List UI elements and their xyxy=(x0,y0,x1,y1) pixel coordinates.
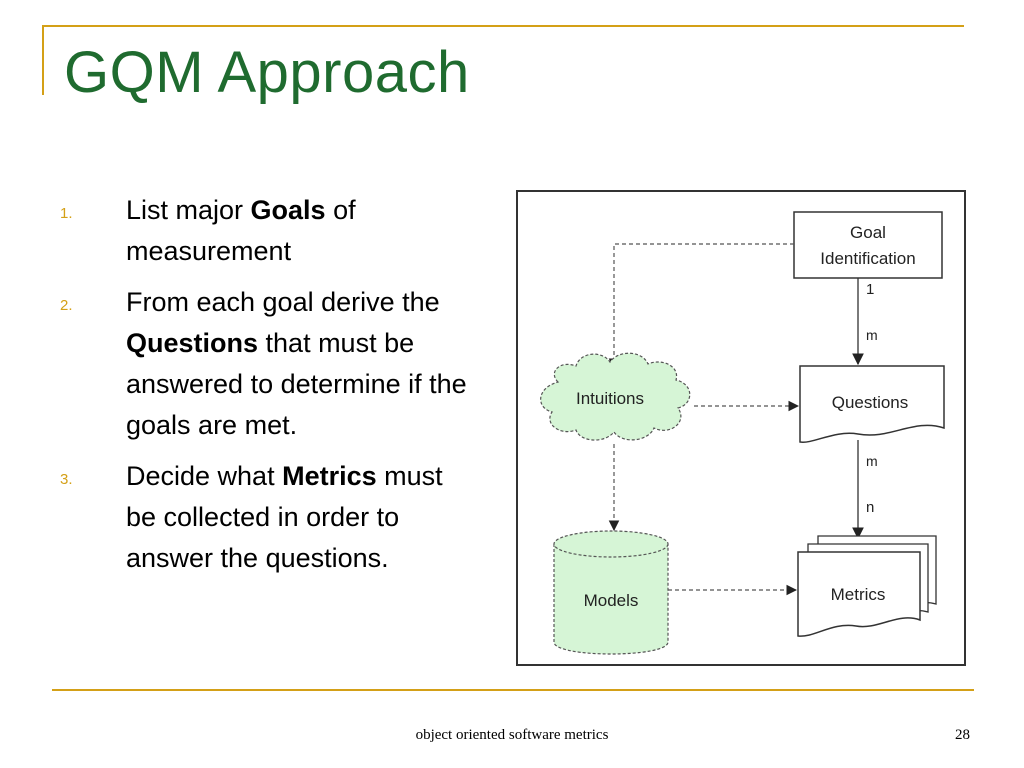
intuitions-cloud xyxy=(540,352,691,441)
step-item: 1. List major Goals of measurement xyxy=(60,190,480,272)
gqm-diagram: Goal Identification 1 m Intuitions Quest… xyxy=(516,190,966,666)
metrics-document-stack xyxy=(797,535,937,637)
cardinality-questions-n: n xyxy=(866,499,874,516)
step-keyword: Goals xyxy=(250,195,326,225)
slide-title: GQM Approach xyxy=(64,40,470,105)
step-text-before: Decide what xyxy=(126,461,283,491)
models-label: Models xyxy=(584,591,639,610)
step-item: 2. From each goal derive the Questions t… xyxy=(60,282,480,446)
step-text-before: From each goal derive the xyxy=(126,287,440,317)
cardinality-goal-1: 1 xyxy=(866,281,874,298)
cardinality-goal-m: m xyxy=(866,327,878,343)
intuitions-label: Intuitions xyxy=(576,389,644,408)
step-text-after: must be collected in order to answer the… xyxy=(126,461,443,573)
questions-document xyxy=(799,365,945,443)
footer-rule xyxy=(52,689,974,691)
goal-identification-box xyxy=(793,211,943,279)
step-keyword: Questions xyxy=(126,328,259,358)
step-number: 3. xyxy=(60,471,73,488)
step-number: 2. xyxy=(60,297,73,314)
models-cylinder xyxy=(553,530,669,655)
steps-list: 1. List major Goals of measurement 2. Fr… xyxy=(60,190,480,589)
goal-box-line2: Identification xyxy=(820,249,915,268)
step-item: 3. Decide what Metrics must be collected… xyxy=(60,456,480,579)
step-number: 1. xyxy=(60,205,73,222)
metrics-label: Metrics xyxy=(831,585,886,604)
title-left-rule xyxy=(42,25,44,95)
cardinality-questions-m: m xyxy=(866,453,878,469)
step-text-after: that must be answered to determine if th… xyxy=(126,328,467,440)
step-keyword: Metrics xyxy=(282,461,377,491)
page-number: 28 xyxy=(955,727,970,743)
goal-box-line1: Goal xyxy=(850,223,886,242)
step-text-before: List major xyxy=(126,195,251,225)
goal-to-intuitions-arrow xyxy=(608,243,794,370)
questions-label: Questions xyxy=(832,393,909,412)
step-text-after: of measurement xyxy=(126,195,356,266)
gqm-diagram-svg: Goal Identification 1 m Intuitions Quest… xyxy=(540,211,945,655)
footer-text: object oriented software metrics xyxy=(415,727,609,743)
title-top-rule xyxy=(42,25,964,27)
